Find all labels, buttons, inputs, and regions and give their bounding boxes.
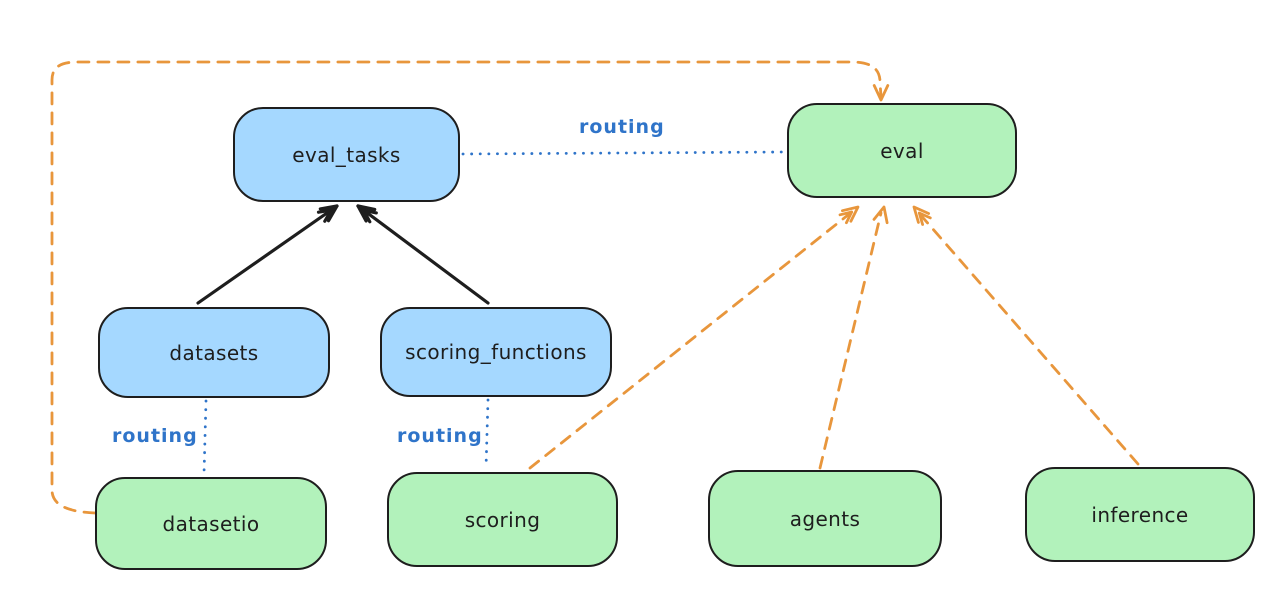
node-datasetio: datasetio <box>95 477 327 570</box>
edge-datasets-to-eval-tasks <box>196 204 339 305</box>
edge-scoring-to-eval <box>528 209 855 470</box>
arrowhead-datasetio-to-eval <box>872 84 890 102</box>
arrowhead-scoring-to-eval <box>841 205 860 223</box>
node-scoring-functions: scoring_functions <box>380 307 612 397</box>
node-inference-label: inference <box>1091 502 1189 527</box>
arrowhead-datasets-to-eval-tasks <box>318 204 339 223</box>
node-scoring-label: scoring <box>464 507 541 532</box>
node-scoring: scoring <box>387 472 618 567</box>
node-agents-label: agents <box>789 506 861 531</box>
arrowhead2-scoring-functions-to-eval-tasks <box>362 208 378 224</box>
arrowhead2-scoring-to-eval <box>838 210 854 225</box>
edge-label-routing-eval-tasks-eval: routing <box>579 116 665 138</box>
node-datasetio-label: datasetio <box>162 511 260 536</box>
edge-inference-to-eval <box>916 210 1140 466</box>
node-eval-label: eval <box>880 138 924 163</box>
edge-agents-to-eval <box>818 211 883 470</box>
node-agents: agents <box>708 470 942 567</box>
node-datasets-label: datasets <box>169 340 259 365</box>
arrowhead-scoring-functions-to-eval-tasks <box>356 204 377 223</box>
node-datasets: datasets <box>98 307 330 398</box>
arrowhead2-inference-to-eval <box>917 211 932 226</box>
node-inference: inference <box>1025 467 1255 562</box>
edge-datasetio-to-eval-around-top <box>50 60 883 515</box>
arrowhead2-datasets-to-eval-tasks <box>316 208 333 223</box>
edge-label-routing-scoring-functions-scoring: routing <box>397 425 483 447</box>
arrowhead-agents-to-eval <box>872 205 889 225</box>
edge-eval-tasks-to-eval-dotted <box>461 150 785 156</box>
edge-label-routing-datasets-datasetio: routing <box>112 425 198 447</box>
edge-datasets-to-datasetio-dotted <box>202 399 208 476</box>
edge-scoring-functions-to-eval-tasks <box>356 204 490 305</box>
edge-scoring-functions-to-scoring-dotted <box>484 398 490 470</box>
node-eval-tasks-label: eval_tasks <box>292 142 401 167</box>
node-eval: eval <box>787 103 1017 198</box>
arrowhead-inference-to-eval <box>912 205 930 224</box>
node-scoring-functions-label: scoring_functions <box>405 340 587 364</box>
node-eval-tasks: eval_tasks <box>233 107 460 202</box>
